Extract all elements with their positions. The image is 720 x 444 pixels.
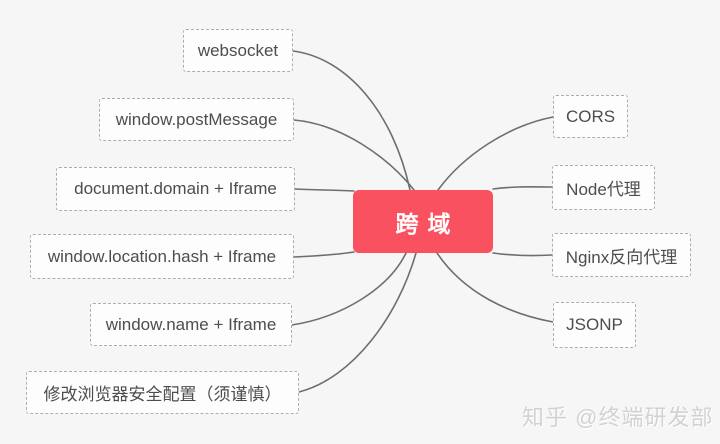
node-modify-browser-security[interactable]: 修改浏览器安全配置（须谨慎） xyxy=(26,371,299,414)
node-cors[interactable]: CORS xyxy=(553,95,628,138)
connector-nginx-reverse-proxy xyxy=(492,252,553,257)
connector-node-proxy xyxy=(492,186,553,190)
connector-modify-browser-security xyxy=(298,252,417,393)
node-node-proxy[interactable]: Node代理 xyxy=(552,165,655,210)
node-nginx-reverse-proxy[interactable]: Nginx反向代理 xyxy=(552,233,691,277)
node-window-postmessage[interactable]: window.postMessage xyxy=(99,98,294,141)
connector-window-location-hash-iframe xyxy=(293,251,355,258)
connector-document-domain-iframe xyxy=(294,188,355,192)
node-document-domain-iframe[interactable]: document.domain + Iframe xyxy=(56,167,295,211)
connector-websocket xyxy=(292,50,411,191)
connector-jsonp xyxy=(436,252,554,323)
zhihu-watermark: 知乎 @终端研发部 xyxy=(522,405,714,430)
node-window-location-hash-iframe[interactable]: window.location.hash + Iframe xyxy=(30,234,294,279)
connector-cors xyxy=(437,116,554,191)
node-window-name-iframe[interactable]: window.name + Iframe xyxy=(90,303,292,346)
node-websocket[interactable]: websocket xyxy=(183,29,293,72)
connector-window-name-iframe xyxy=(291,252,407,326)
node-center-cross-origin[interactable]: 跨域 xyxy=(353,190,493,253)
connector-window-postmessage xyxy=(293,119,415,191)
node-jsonp[interactable]: JSONP xyxy=(553,302,636,348)
